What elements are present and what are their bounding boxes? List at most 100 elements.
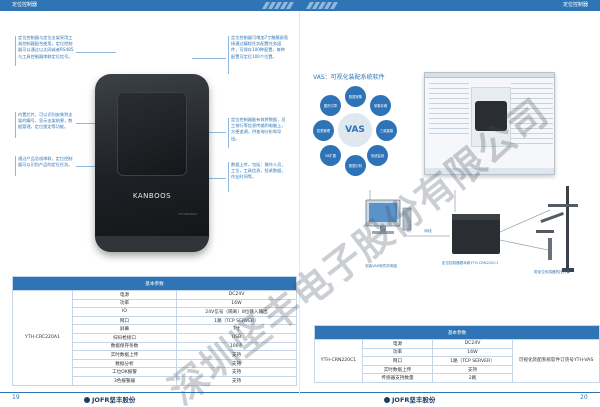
spec-value: 100条 (176, 341, 297, 352)
logo-icon (84, 397, 90, 403)
hub-node: 系统监测 (367, 145, 388, 166)
screenshot-titlebar (425, 73, 554, 78)
software-order-note: 可视化装配系统软件订货号YTH-VAS (511, 339, 600, 383)
vas-software-screenshot (424, 72, 555, 175)
spec-value: 1路（TCP SERVER） (176, 315, 297, 326)
left-table-model: YTH-CRC220A1 (12, 290, 73, 386)
right-header-title: 定位控制器 (562, 2, 588, 8)
hub-node: 数据分析 (345, 155, 366, 176)
spec-value: 1路（TCP SERVER） (432, 356, 513, 366)
annotation-leader (192, 58, 226, 59)
annotation-rule (15, 112, 16, 138)
annotation-rule (228, 162, 229, 192)
right-spec-table: 基本参数 YTH-CRN220C1 电源 DC24V 可视化装配系统软件订货号Y… (313, 325, 600, 383)
sensor-caption: 带定位传感器的扭力臂 (534, 270, 570, 274)
hub-node: 三维建模 (376, 120, 397, 141)
logo-icon (384, 397, 390, 403)
spec-value: 24V信号（隔离）8位输入输出 (176, 307, 297, 317)
right-table-header: 基本参数 (313, 325, 600, 340)
spec-name: 扫码枪接口 (72, 332, 177, 343)
right-header-bar: 定位控制器 (300, 0, 600, 11)
positioning-controller-device: KANBOOS YTH-CRC220A1 (95, 74, 209, 252)
annotation-bottom-left: 通过产品总线串联，定位控制器可以识别产品的定位任务。 (18, 156, 73, 168)
device-model-plate: YTH-CRC220A1 (177, 213, 197, 216)
network-caption: 网线 (424, 229, 432, 233)
spec-name: 工位OK报警 (72, 367, 177, 377)
spec-name: 数据分析 (72, 358, 177, 369)
annotation-top-left: 定位控制器与定位支架采用工具控制器配合使用，定位控制器可以通过以太网或者RS48… (18, 35, 74, 59)
spec-name: 实时数据上传 (72, 350, 177, 360)
hub-center: VAS (338, 113, 372, 147)
spec-value: 支持 (176, 358, 297, 369)
left-table-header: 基本参数 (12, 276, 297, 291)
annotation-rule (228, 36, 229, 74)
annotation-leader (76, 52, 116, 53)
spec-name: 数据保存条数 (72, 341, 177, 352)
spec-name: 屏幕 (72, 324, 177, 334)
annotation-leader (76, 166, 106, 167)
spec-value: 16W (176, 298, 297, 309)
spec-value: 支持 (176, 350, 297, 360)
annotation-top-right: 定位控制器可增加7寸触摸屏直接通过编程任务配置任务组件，可保存100种配置，每种… (231, 35, 289, 59)
spec-name: 3色报警器 (72, 375, 177, 386)
table-row: YTH-CRC220A1 电源 DC24V (12, 290, 297, 386)
spec-name: 传感器支持数量 (362, 373, 433, 383)
left-footer-rule (0, 392, 299, 393)
spec-name: 功率 (362, 347, 433, 358)
spec-value: 支持 (176, 367, 297, 377)
screenshot-table (511, 82, 553, 144)
table-row: 3色报警器支持 (13, 375, 297, 386)
annotation-rule (228, 118, 229, 148)
left-footer-logo: JOFR坚丰股份 (84, 394, 135, 404)
connection-diagram (365, 186, 578, 272)
annotation-rule (15, 36, 16, 66)
spec-name: IO (72, 307, 177, 317)
spec-name: 电源 (72, 290, 177, 300)
hub-node: 数据采集 (345, 86, 366, 107)
right-footer-rule (300, 392, 600, 393)
right-table-model: YTH-CRN220C1 (314, 339, 363, 383)
spec-value: 2路 (432, 373, 513, 383)
spec-value: 7寸 (176, 324, 297, 334)
controller-caption: 定位控制器基本款YTH-CRN220C1 (441, 261, 499, 265)
spec-name: 实时数据上传 (362, 364, 433, 375)
device-brand: KANBOOS (132, 192, 172, 200)
left-page-number: 19 (12, 394, 20, 401)
screenshot-image (471, 87, 511, 147)
spec-value: USB (176, 332, 297, 343)
right-footer-logo: JOFR坚丰股份 (384, 394, 435, 404)
spec-value: DC24V (176, 290, 297, 300)
right-page-number: 20 (580, 394, 588, 401)
spec-name: 网口 (362, 356, 433, 366)
hub-node: V8扩展 (320, 145, 341, 166)
annotation-leader (205, 178, 226, 179)
annotation-bottom-right: 数据上传，包括：操作人员，工位，工具信息，扭紧数据，作业时间等。 (231, 162, 286, 180)
pc-caption: 安装VAS软件的电脑 (364, 264, 398, 268)
device-base (95, 236, 209, 252)
screenshot-statusbar (425, 168, 554, 174)
annotation-leader (200, 132, 226, 133)
spec-name: 网口 (72, 315, 177, 326)
spec-name: 电源 (362, 339, 433, 349)
hub-node: 权限管理 (313, 120, 334, 141)
hub-node: 采集存储 (370, 95, 391, 116)
spec-value: 16W (432, 347, 513, 358)
spec-value: 支持 (176, 375, 297, 386)
hub-node: 图形引导 (320, 95, 341, 116)
screenshot-list (429, 82, 469, 134)
annotation-leader (76, 123, 108, 124)
device-screen-panel (117, 92, 187, 176)
header-stripes (305, 2, 339, 9)
vas-title: VAS：可视化装配系统软件 (313, 74, 385, 81)
annotation-middle-left: 内置芯片，可以识别安装到支架的编号，显示支架结果，数据管理，定位锁定等功能。 (18, 112, 73, 130)
annotation-middle-right: 定位控制器能有效将数据，员工排行等信息传输到电脑上，方便追溯，供查询分析和导出。 (231, 117, 286, 141)
annotation-rule (15, 156, 16, 176)
left-header-bar: 定位控制器 (0, 0, 300, 11)
left-header-title: 定位控制器 (12, 2, 38, 8)
header-stripes (261, 2, 295, 9)
table-row: YTH-CRN220C1 电源 DC24V 可视化装配系统软件订货号YTH-VA… (314, 339, 600, 383)
spec-value: 支持 (432, 364, 513, 375)
spec-value: DC24V (432, 339, 513, 349)
